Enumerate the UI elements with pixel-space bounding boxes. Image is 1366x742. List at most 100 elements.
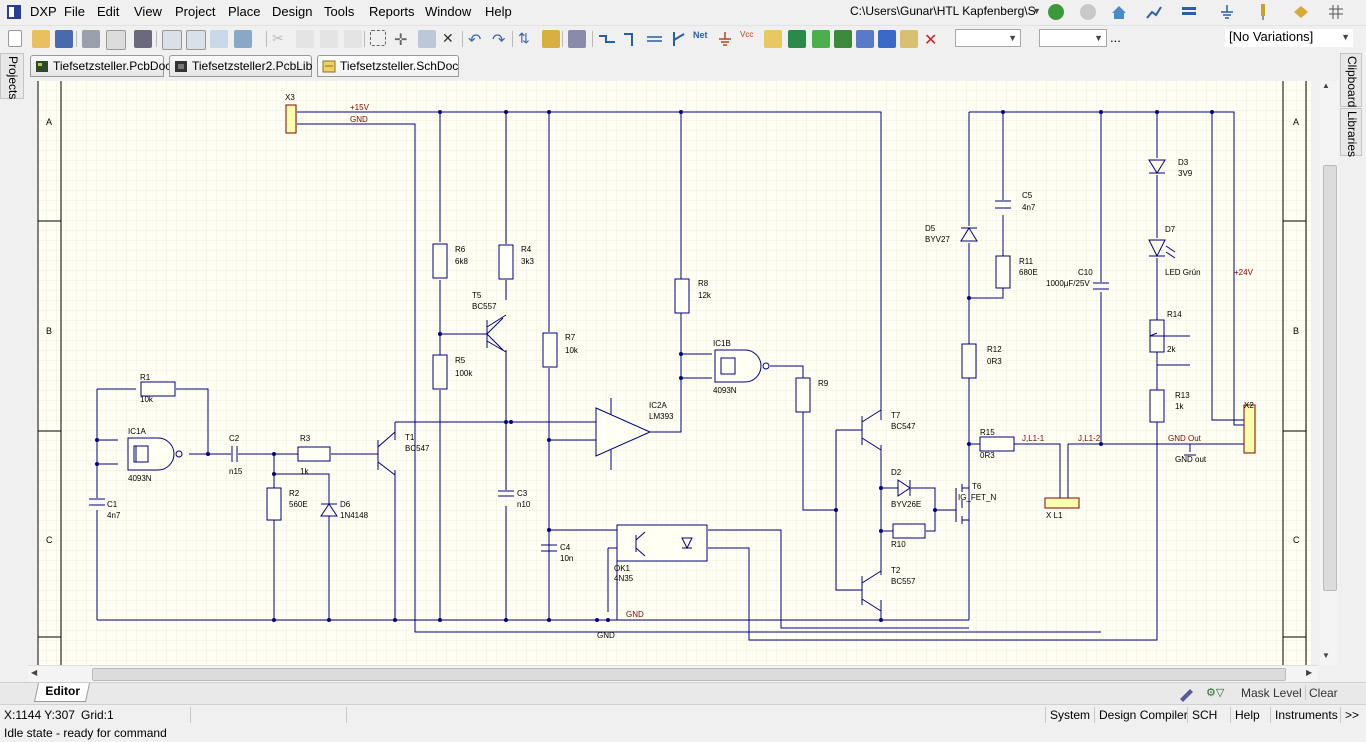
r8-resistor[interactable] [674,278,690,314]
menu-tools[interactable]: Tools [324,4,355,19]
t6-mosfet[interactable] [955,484,970,530]
layout-icon[interactable] [1180,4,1198,20]
t1-transistor[interactable] [377,431,396,476]
more-panels-button[interactable]: >> [1340,707,1363,723]
hierarchy-icon[interactable]: ⇅ [518,30,530,46]
open-folder-icon[interactable] [32,30,50,48]
part-icon[interactable] [764,30,782,48]
part-label-t7v[interactable]: BC547 [891,422,916,431]
part-label-t6v[interactable]: IG_FET_N [958,493,996,502]
chart-icon[interactable] [1145,4,1163,20]
filter-combo-2[interactable]: ▼ [1039,29,1107,47]
new-document-icon[interactable] [8,30,22,47]
c5-capacitor[interactable] [995,200,1011,209]
net-label-icon[interactable]: Net [693,30,708,40]
compile-icon[interactable] [568,30,586,48]
d7-led[interactable] [1148,239,1176,259]
ic1a-bubble[interactable] [175,450,183,458]
menu-project[interactable]: Project [175,4,216,19]
menu-edit[interactable]: Edit [97,4,120,19]
part-label-c1v[interactable]: 4n7 [107,511,121,520]
bus-icon[interactable] [622,30,640,48]
back-icon[interactable] [1048,4,1064,20]
d2-diode[interactable] [897,479,911,497]
bus-entry-icon[interactable] [670,30,688,48]
components[interactable] [89,104,1256,612]
part-label-t2[interactable]: T2 [891,566,901,575]
part-label-r12[interactable]: R12 [987,345,1002,354]
xl1-connector[interactable] [1044,497,1080,509]
part-label-d5[interactable]: D5 [925,224,936,233]
signal-harness-icon[interactable] [646,30,664,48]
device-sheet-icon[interactable] [834,30,852,48]
r10-resistor[interactable] [892,523,926,539]
ground-icon[interactable] [1218,4,1236,20]
part-label-r2[interactable]: R2 [289,489,300,498]
help-button[interactable]: Help [1230,707,1264,723]
toolbar-overflow[interactable]: ... [1110,30,1121,45]
zoom-fit-icon[interactable] [162,30,182,50]
part-label-c4[interactable]: C4 [560,543,571,552]
r3-resistor[interactable] [297,446,331,462]
net-label-24v[interactable]: +24V [1234,268,1254,277]
part-label-d2v[interactable]: BYV26E [891,500,921,509]
r4-resistor[interactable] [498,244,514,280]
horizontal-scroll-thumb[interactable] [92,668,1286,681]
directive-icon[interactable] [878,30,896,48]
mask-level-button[interactable]: Mask Level [1241,686,1302,700]
menu-reports[interactable]: Reports [369,4,415,19]
print-preview-icon[interactable] [106,30,126,50]
copy-icon[interactable] [296,30,314,48]
part-label-r8[interactable]: R8 [698,279,709,288]
part-label-r5[interactable]: R5 [455,356,466,365]
part-label-d3[interactable]: D3 [1178,158,1189,167]
grid-icon[interactable] [1328,4,1344,20]
part-label-ic2av[interactable]: LM393 [649,412,674,421]
part-label-r8v[interactable]: 12k [698,291,712,300]
net-label-gnd[interactable]: GND [350,115,368,124]
r1-resistor[interactable] [140,381,176,397]
port-icon[interactable] [856,30,874,48]
filter-icon[interactable]: ⚙▽ [1206,687,1225,699]
clipboard-panel-tab[interactable]: Clipboard [1340,53,1362,107]
c10-capacitor[interactable] [1093,282,1109,290]
vcc-power-port-icon[interactable]: Vcc [740,30,754,39]
dxp-logo-icon[interactable] [6,4,22,20]
tab-pcbdoc[interactable]: Tiefsetzsteller.PcbDoc [30,55,171,77]
instruments-button[interactable]: Instruments [1270,707,1342,723]
part-label-t5v[interactable]: BC557 [472,302,497,311]
menu-help[interactable]: Help [485,4,512,19]
t2-transistor[interactable] [861,570,882,612]
d5-diode[interactable] [960,227,978,242]
part-label-r4[interactable]: R4 [521,245,532,254]
part-label-c5[interactable]: C5 [1022,191,1033,200]
r9-resistor[interactable] [795,377,811,413]
part-label-r11v[interactable]: 680E [1019,268,1038,277]
libraries-panel-tab[interactable]: Libraries [1340,108,1362,157]
scroll-right-icon[interactable]: ▶ [1306,668,1313,677]
part-label-d7[interactable]: D7 [1165,225,1176,234]
menu-file[interactable]: File [64,4,85,19]
c1-capacitor[interactable] [89,498,105,506]
variations-combo[interactable]: [No Variations] ▼ [1225,29,1353,47]
c4-capacitor[interactable] [541,544,557,552]
r2-resistor[interactable] [266,487,282,521]
browse-icon[interactable] [542,30,560,48]
d6-diode[interactable] [320,503,338,517]
vertical-scroll-thumb[interactable] [1323,165,1337,591]
pen-icon[interactable] [1176,684,1198,702]
r12-resistor[interactable] [961,343,977,379]
clear-button[interactable]: Clear [1305,686,1338,700]
c2-capacitor[interactable] [231,446,238,462]
sheet-symbol-icon[interactable] [788,30,806,48]
net-label-gnd-bottom[interactable]: GND [626,610,644,619]
t5-transistor[interactable] [486,314,507,353]
gnd-power-port-icon[interactable] [716,30,734,48]
sheet-border[interactable] [37,81,1307,665]
cut-icon[interactable]: ✂ [272,30,284,46]
part-label-r15[interactable]: R15 [980,428,995,437]
part-label-r5v[interactable]: 100k [455,369,473,378]
io-port-icon[interactable] [900,30,918,48]
r5-resistor[interactable] [432,354,448,390]
part-label-r4v[interactable]: 3k3 [521,257,534,266]
